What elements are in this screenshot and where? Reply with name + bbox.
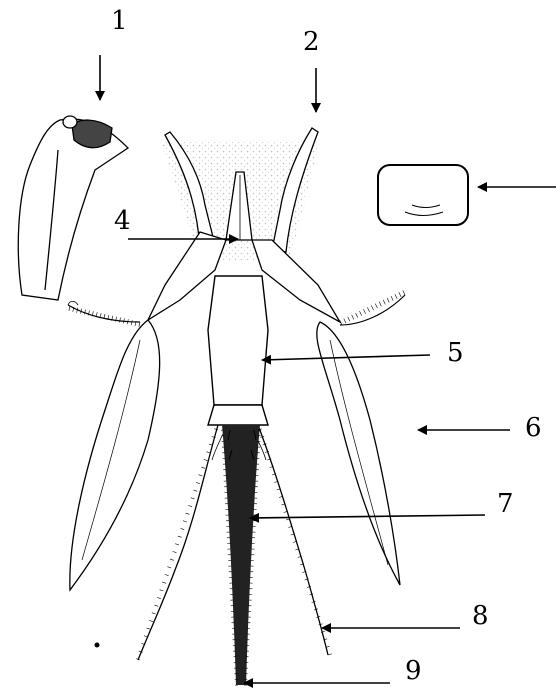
hair-tick xyxy=(162,582,166,583)
hair-tick xyxy=(170,559,174,560)
hair-tick xyxy=(165,574,169,575)
hair-tick xyxy=(149,620,153,621)
hair-tick xyxy=(379,302,381,307)
hair-tick xyxy=(188,505,192,506)
cross-section-box xyxy=(378,165,468,225)
hair-tick xyxy=(206,452,210,453)
right-blade xyxy=(317,322,400,585)
label-5: 5 xyxy=(447,340,464,366)
hair-tick xyxy=(157,597,161,598)
hair-tick xyxy=(356,313,358,318)
hair-tick xyxy=(154,605,158,606)
hair-tick xyxy=(352,315,354,320)
hair-tick xyxy=(387,298,389,303)
hair-tick xyxy=(191,498,195,499)
hair-tick xyxy=(201,467,205,468)
left-blade xyxy=(70,320,160,590)
label-4: 4 xyxy=(114,208,131,234)
label-9: 9 xyxy=(405,658,422,684)
hair-tick xyxy=(328,654,332,655)
hair-tick xyxy=(204,459,208,460)
hair-tick xyxy=(119,318,120,323)
hair-tick xyxy=(196,482,200,483)
hair-tick xyxy=(178,536,182,537)
hair-tick xyxy=(139,322,140,327)
arrow-7 xyxy=(250,515,485,518)
hair-tick xyxy=(383,300,385,305)
hair-tick xyxy=(147,628,151,629)
hair-tick xyxy=(69,306,70,311)
mandible-fragment xyxy=(18,116,128,300)
label-1: 1 xyxy=(111,8,128,34)
central-segment xyxy=(208,276,268,425)
hair-tick xyxy=(348,317,350,322)
label-8: 8 xyxy=(472,603,489,629)
hair-tick xyxy=(175,544,179,545)
hair-tick xyxy=(403,290,405,295)
hair-tick xyxy=(360,311,362,316)
hair-tick xyxy=(363,309,365,314)
label-7: 7 xyxy=(497,491,514,517)
hair-tick xyxy=(183,521,187,522)
label-6: 6 xyxy=(525,415,542,441)
hair-tick xyxy=(371,305,373,310)
hair-tick xyxy=(344,319,346,324)
hair-tick xyxy=(180,528,184,529)
hair-tick xyxy=(186,513,190,514)
hair-tick xyxy=(399,292,401,297)
hair-tick xyxy=(173,551,177,552)
hairy-tongue xyxy=(222,425,260,685)
hair-tick xyxy=(367,307,369,312)
stray-dot xyxy=(95,643,100,648)
hair-tick xyxy=(199,475,203,476)
hair-tick xyxy=(152,613,156,614)
hair-tick xyxy=(391,296,393,301)
hair-tick xyxy=(375,304,377,309)
hair-tick xyxy=(167,567,171,568)
label-2: 2 xyxy=(303,29,320,55)
hair-tick xyxy=(131,320,132,325)
hair-tick xyxy=(160,590,164,591)
hair-tick xyxy=(395,294,397,299)
hair-tick xyxy=(193,490,197,491)
